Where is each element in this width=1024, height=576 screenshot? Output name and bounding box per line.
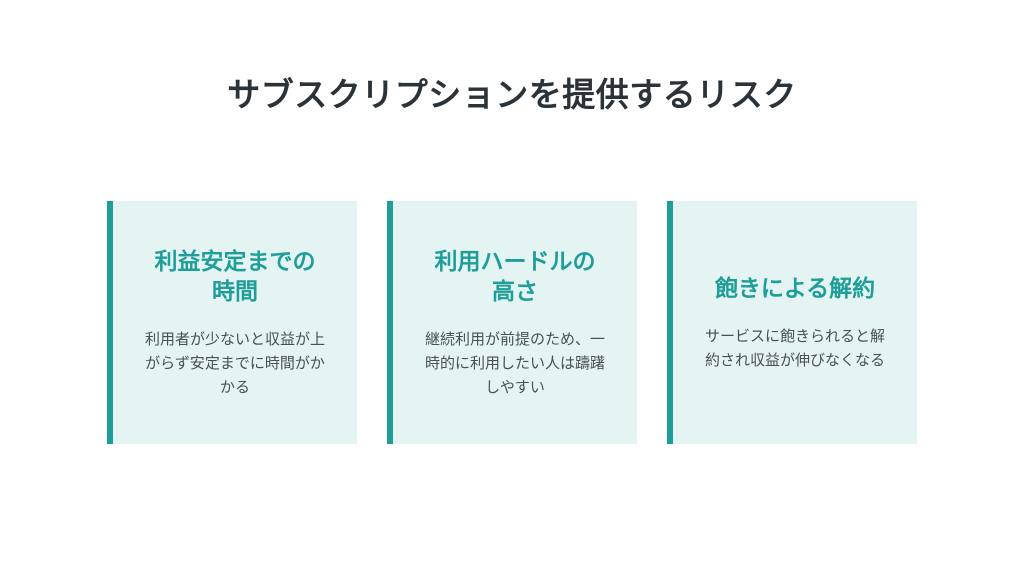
- accent-bar: [387, 201, 393, 444]
- page-title: サブスクリプションを提供するリスク: [227, 75, 797, 114]
- risk-card-profit-stability: 利益安定までの時間 利用者が少ないと収益が上がらず安定までに時間がかかる: [107, 201, 357, 444]
- card-title: 利益安定までの時間: [154, 248, 316, 305]
- card-description: 利用者が少ないと収益が上がらず安定までに時間がかかる: [144, 329, 325, 396]
- card-description: 継続利用が前提のため、一時的に利用したい人は躊躇しやすい: [424, 329, 605, 396]
- card-description: サービスに飽きられると解約され収益が伸びなくなる: [704, 326, 885, 369]
- risk-cards: 利益安定までの時間 利用者が少ないと収益が上がらず安定までに時間がかかる 利用ハ…: [107, 201, 917, 444]
- card-content: 利益安定までの時間 利用者が少ないと収益が上がらず安定までに時間がかかる: [113, 201, 357, 444]
- card-content: 飽きによる解約 サービスに飽きられると解約され収益が伸びなくなる: [673, 201, 917, 444]
- card-content: 利用ハードルの高さ 継続利用が前提のため、一時的に利用したい人は躊躇しやすい: [393, 201, 637, 444]
- risk-card-churn: 飽きによる解約 サービスに飽きられると解約され収益が伸びなくなる: [667, 201, 917, 444]
- accent-bar: [667, 201, 673, 444]
- accent-bar: [107, 201, 113, 444]
- card-title: 飽きによる解約: [714, 275, 876, 302]
- risk-card-usage-hurdle: 利用ハードルの高さ 継続利用が前提のため、一時的に利用したい人は躊躇しやすい: [387, 201, 637, 444]
- card-title: 利用ハードルの高さ: [434, 248, 596, 305]
